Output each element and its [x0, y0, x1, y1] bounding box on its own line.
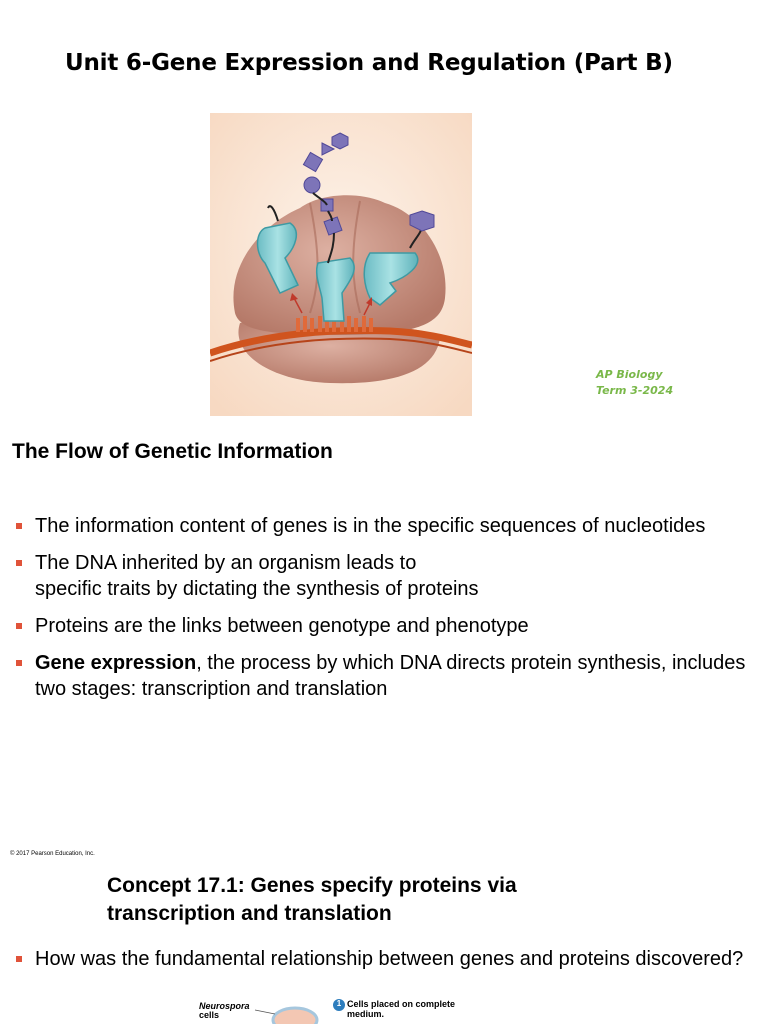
- bullet-list-flow: The information content of genes is in t…: [12, 513, 757, 713]
- stamp-line-2: Term 3-2024: [596, 384, 674, 397]
- figure-step-line-1: Cells placed on complete: [347, 999, 456, 1009]
- list-item: The information content of genes is in t…: [12, 513, 757, 539]
- course-stamp: AP Biology Term 3-2024: [596, 367, 673, 399]
- bullet-marker: [16, 560, 22, 566]
- bullet-marker: [16, 956, 22, 962]
- neurospora-figure: Neurospora cells 1 Cells placed on compl…: [175, 994, 515, 1024]
- copyright-notice: © 2017 Pearson Education, Inc.: [10, 851, 95, 857]
- bullet-text-line-2: specific traits by dictating the synthes…: [35, 578, 479, 600]
- list-item: The DNA inherited by an organism leads t…: [12, 550, 757, 602]
- bullet-text: Proteins are the links between genotype …: [35, 615, 529, 637]
- ribosome-translation-illustration: [210, 113, 472, 416]
- concept-heading-line-2: transcription and translation: [107, 902, 392, 925]
- concept-heading: Concept 17.1: Genes specify proteins via…: [107, 872, 667, 928]
- bullet-text: How was the fundamental relationship bet…: [35, 948, 744, 970]
- list-item: Gene expression, the process by which DN…: [12, 650, 757, 702]
- figure-label-cells: cells: [199, 1010, 220, 1020]
- figure-label-species: Neurospora: [199, 1001, 250, 1011]
- stamp-line-1: AP Biology: [596, 368, 663, 381]
- bullet-marker: [16, 623, 22, 629]
- petri-dish-icon: [254, 999, 345, 1024]
- list-item: Proteins are the links between genotype …: [12, 613, 757, 639]
- bullet-text: The information content of genes is in t…: [35, 515, 706, 537]
- bullet-text: , the process by which DNA directs prote…: [35, 652, 746, 700]
- bullet-term-bold: Gene expression: [35, 652, 197, 674]
- bullet-marker: [16, 523, 22, 529]
- concept-heading-line-1: Concept 17.1: Genes specify proteins via: [107, 874, 517, 897]
- figure-step-line-2: medium.: [347, 1009, 385, 1019]
- bullet-list-concept: How was the fundamental relationship bet…: [12, 946, 757, 983]
- page-title: Unit 6-Gene Expression and Regulation (P…: [65, 50, 673, 76]
- bullet-text-line-1: The DNA inherited by an organism leads t…: [35, 552, 417, 574]
- list-item: How was the fundamental relationship bet…: [12, 946, 757, 972]
- bullet-marker: [16, 660, 22, 666]
- figure-step-number: 1: [336, 999, 342, 1008]
- section-heading-flow: The Flow of Genetic Information: [12, 440, 333, 463]
